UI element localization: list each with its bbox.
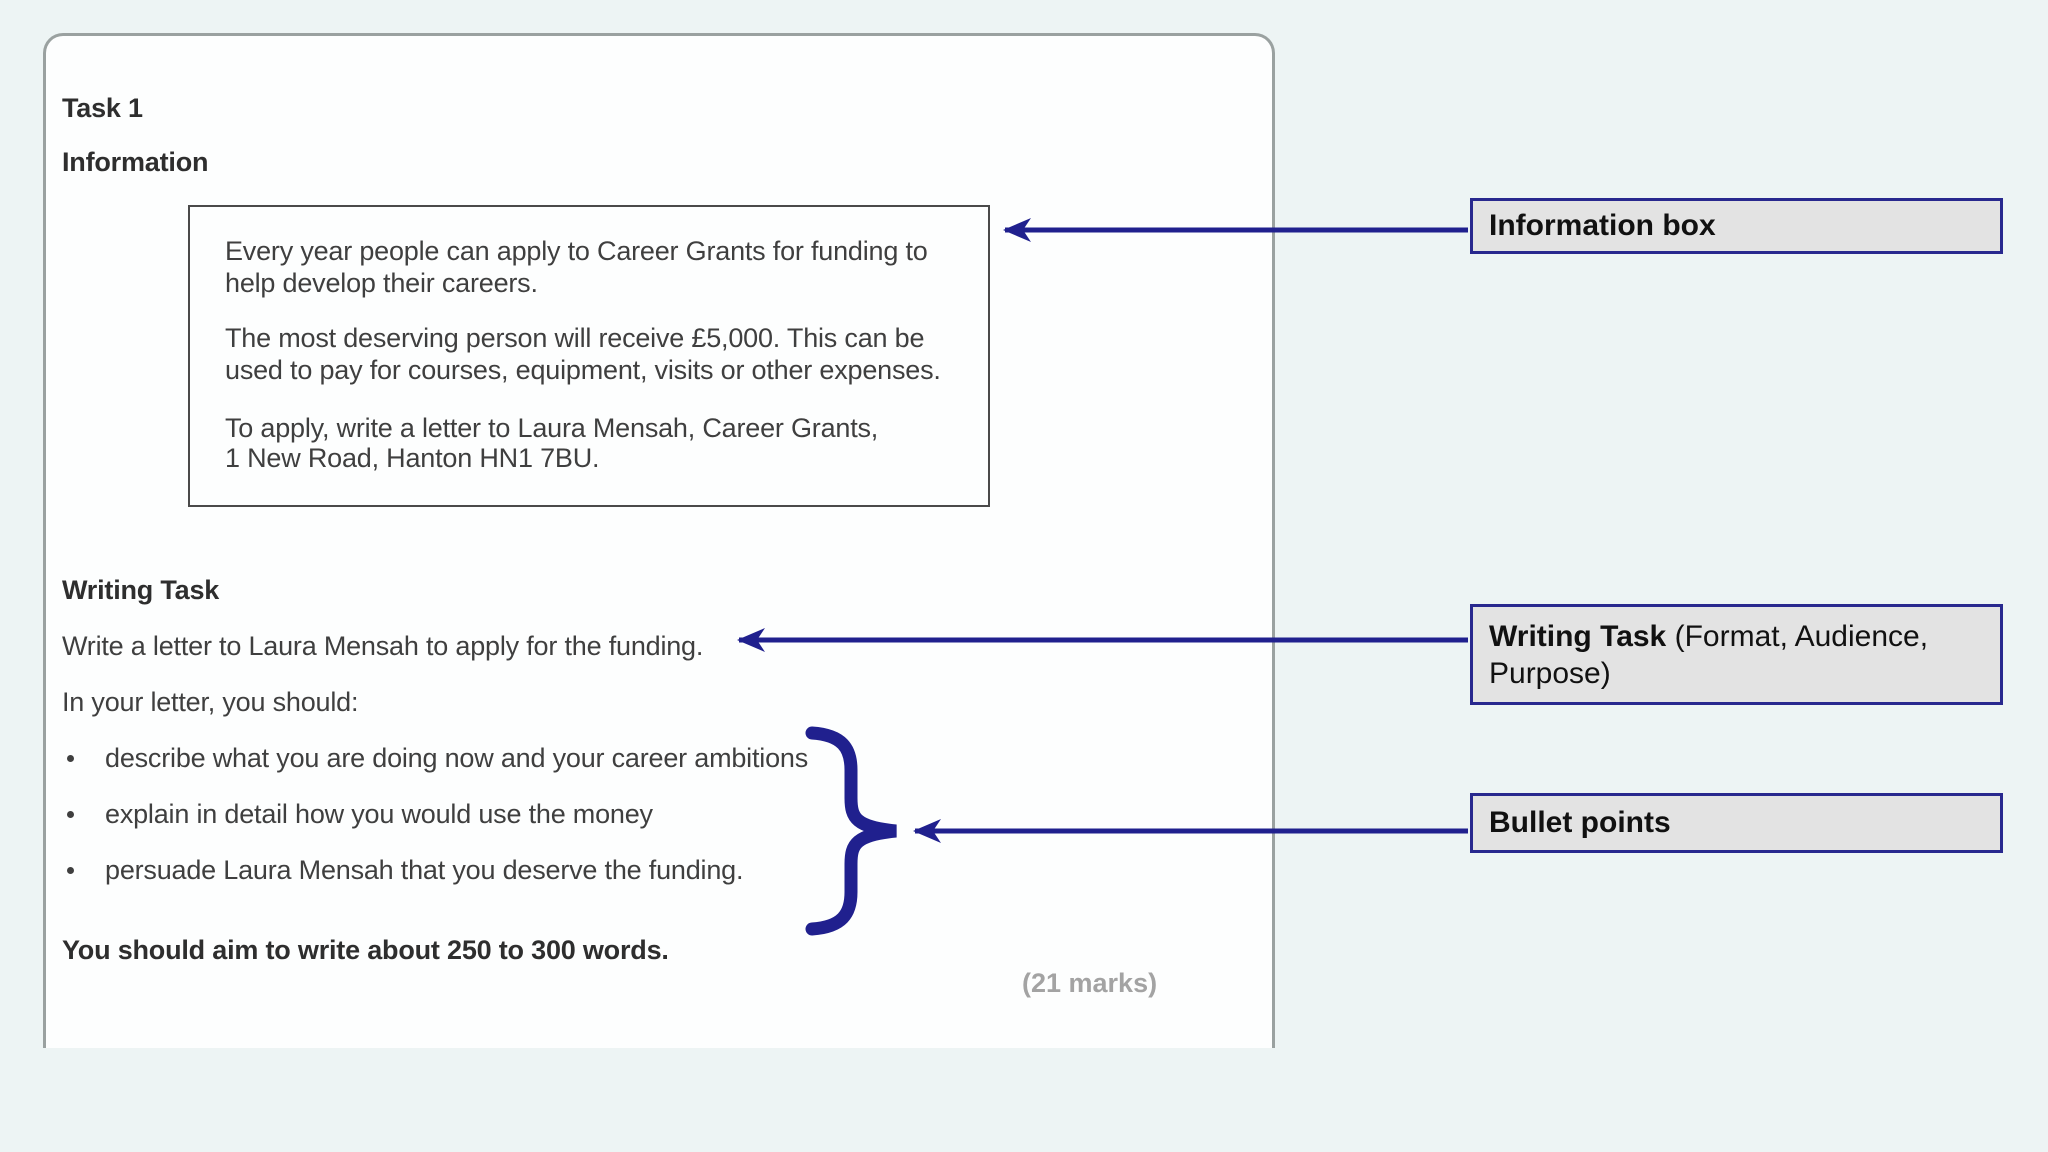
callout-writing-task: Writing Task (Format, Audience, Purpose) (1470, 604, 2003, 705)
bullet-dot-icon (67, 810, 74, 818)
callout-bullet-points-text: Bullet points (1489, 806, 1671, 839)
callout-writing-task-line2: Purpose) (1489, 657, 1611, 690)
marks-label: (21 marks) (1022, 968, 1158, 998)
lead-in-line: In your letter, you should: (62, 687, 359, 717)
information-box: Every year people can apply to Career Gr… (188, 205, 990, 507)
bullet-item-text: explain in detail how you would use the … (105, 799, 653, 829)
info-box-line: The most deserving person will receive £… (225, 323, 925, 353)
bullet-item: describe what you are doing now and your… (67, 742, 808, 774)
bullet-item: persuade Laura Mensah that you deserve t… (67, 854, 743, 886)
info-box-line: help develop their careers. (225, 268, 538, 298)
bullet-dot-icon (67, 754, 74, 762)
writing-task-heading: Writing Task (62, 575, 220, 605)
word-count-line: You should aim to write about 250 to 300… (62, 935, 669, 965)
information-heading: Information (62, 147, 209, 177)
callout-information-box: Information box (1470, 198, 2003, 254)
info-box-line: To apply, write a letter to Laura Mensah… (225, 413, 879, 443)
bullet-item: explain in detail how you would use the … (67, 798, 653, 830)
info-box-line: Every year people can apply to Career Gr… (225, 236, 928, 266)
info-box-line: 1 New Road, Hanton HN1 7BU. (225, 443, 600, 473)
bullet-dot-icon (67, 866, 74, 874)
callout-bullet-points: Bullet points (1470, 793, 2003, 853)
exam-document-sheet: Task 1 Information Every year people can… (43, 33, 1275, 1048)
callout-writing-task-rest: (Format, Audience, (1666, 620, 1929, 653)
callout-writing-task-bold: Writing Task (1489, 620, 1667, 653)
bullet-item-text: persuade Laura Mensah that you deserve t… (105, 855, 744, 885)
callout-information-box-text: Information box (1489, 209, 1716, 242)
bullet-item-text: describe what you are doing now and your… (105, 743, 809, 773)
task-heading: Task 1 (62, 93, 143, 123)
writing-task-instruction: Write a letter to Laura Mensah to apply … (62, 631, 704, 661)
info-box-line: used to pay for courses, equipment, visi… (225, 355, 941, 385)
